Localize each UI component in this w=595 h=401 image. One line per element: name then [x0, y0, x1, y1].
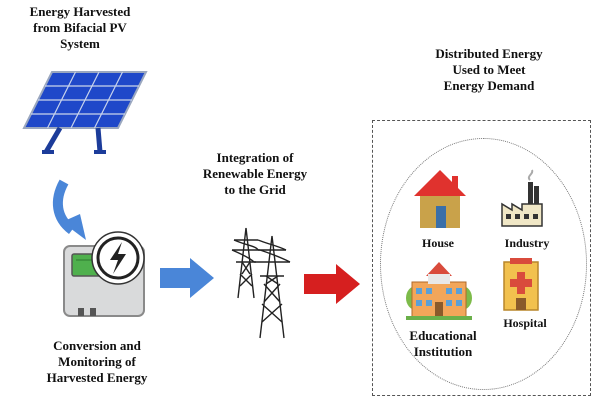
harvest-title-line2: from Bifacial PV	[33, 20, 127, 35]
red-arrow-icon	[304, 264, 360, 304]
distribution-ellipse	[380, 138, 587, 390]
distribution-box	[372, 120, 591, 396]
hospital-label: Hospital	[503, 316, 547, 330]
distributed-title-line3: Energy Demand	[443, 78, 535, 93]
integration-title-line3: to the Grid	[224, 182, 286, 197]
hospital-icon	[503, 258, 539, 311]
integration-title-line1: Integration of	[216, 150, 294, 165]
transmission-tower-icon	[231, 227, 291, 339]
harvest-title: Energy Harvested from Bifacial PV System	[0, 4, 160, 52]
harvest-title-line3: System	[60, 36, 100, 51]
factory-icon	[501, 169, 543, 227]
house-label: House	[421, 236, 454, 250]
industry-label: Industry	[504, 236, 550, 250]
inverter-icon	[63, 231, 145, 317]
educational-label-line2: Institution	[413, 344, 473, 359]
educational-label-line1: Educational	[409, 328, 477, 343]
distributed-title-line1: Distributed Energy	[435, 46, 543, 61]
conversion-title: Conversion and Monitoring of Harvested E…	[22, 338, 172, 386]
conversion-title-line2: Monitoring of	[58, 354, 136, 369]
school-icon	[406, 262, 472, 320]
educational-label: Educational Institution	[398, 328, 488, 360]
house-icon	[414, 170, 466, 228]
harvest-title-line1: Energy Harvested	[29, 4, 131, 19]
conversion-title-line3: Harvested Energy	[46, 370, 148, 385]
integration-title-line2: Renewable Energy	[202, 166, 308, 181]
conversion-title-line1: Conversion and	[53, 338, 141, 353]
solar-panel-icon	[22, 71, 148, 154]
blue-arrow-icon	[160, 258, 214, 298]
integration-title: Integration of Renewable Energy to the G…	[180, 150, 330, 198]
curved-arrow-icon	[52, 179, 86, 240]
distributed-title: Distributed Energy Used to Meet Energy D…	[404, 46, 574, 94]
distributed-title-line2: Used to Meet	[452, 62, 526, 77]
